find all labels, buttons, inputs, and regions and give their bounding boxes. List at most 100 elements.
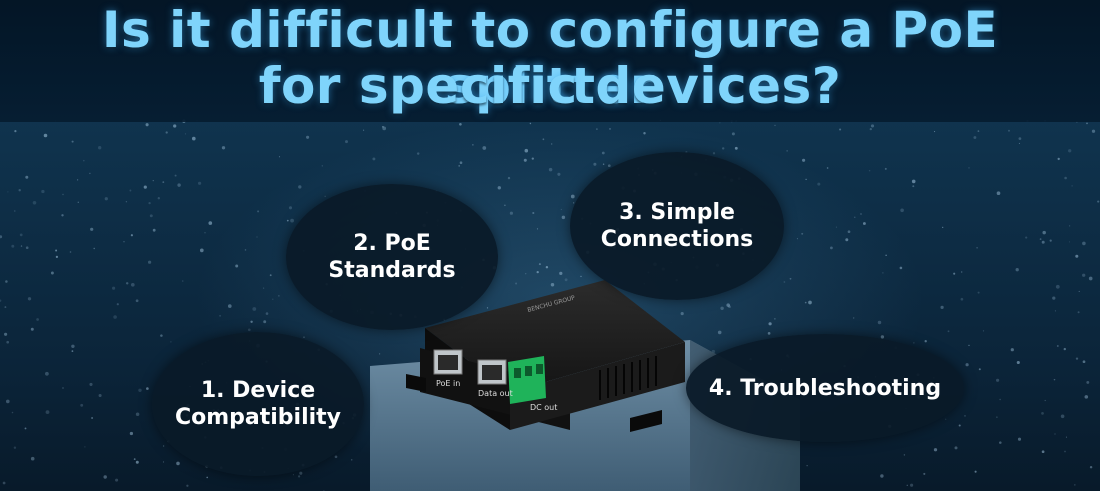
droplet (7, 191, 9, 193)
droplet (1049, 239, 1052, 242)
droplet (165, 131, 168, 134)
droplet (953, 272, 956, 275)
droplet (1054, 310, 1056, 312)
droplet (968, 344, 970, 347)
droplet (1082, 360, 1086, 364)
droplet (532, 211, 535, 215)
droplet (830, 246, 833, 250)
mount-ear-left (406, 374, 426, 392)
droplet (507, 176, 511, 180)
droplet (561, 215, 566, 220)
device-side (510, 342, 685, 430)
droplet (835, 226, 837, 228)
droplet (143, 185, 147, 189)
bubble-device-compatibility: 1. Device Compatibility (152, 332, 364, 476)
droplet (982, 330, 985, 332)
droplet (278, 295, 280, 297)
droplet (560, 208, 562, 211)
droplet (960, 297, 964, 301)
droplet (1075, 357, 1079, 360)
droplet (123, 241, 125, 243)
page-title-line-2: for specific devices? (258, 57, 842, 115)
droplet (961, 271, 963, 273)
droplet (306, 135, 310, 139)
droplet (83, 159, 85, 162)
droplet (84, 446, 86, 448)
droplet (1041, 240, 1045, 244)
droplet (292, 474, 294, 476)
droplet (345, 140, 348, 144)
droplet (786, 150, 788, 152)
droplet (1068, 241, 1071, 243)
droplet (1063, 347, 1066, 351)
droplet (1073, 484, 1076, 486)
droplet (801, 232, 804, 235)
droplet (247, 328, 251, 332)
droplet (958, 424, 961, 427)
droplet (1064, 176, 1067, 180)
droplet (157, 197, 160, 200)
droplet (570, 194, 575, 199)
droplet (235, 264, 239, 268)
droplet (899, 266, 903, 270)
droplet (262, 287, 265, 289)
droplet (4, 332, 8, 336)
droplet (160, 334, 163, 337)
droplet (71, 344, 75, 349)
droplet (580, 275, 582, 278)
droplet (80, 403, 84, 407)
droplet (999, 398, 1001, 401)
droplet (50, 271, 54, 275)
droplet (77, 201, 80, 204)
droplet (860, 213, 862, 215)
droplet (1008, 129, 1010, 132)
droplet (89, 382, 93, 386)
droplet (789, 277, 792, 280)
droplet (91, 417, 94, 419)
droplet (0, 235, 3, 239)
droplet (76, 179, 79, 181)
droplet (996, 378, 1000, 382)
droplet (170, 341, 172, 343)
droplet (89, 172, 91, 175)
droplet (1078, 290, 1080, 292)
droplet (712, 152, 716, 155)
droplet (125, 201, 128, 203)
page-title-line-1: Is it difficult to configure a PoE split… (101, 1, 999, 115)
droplet (924, 340, 927, 343)
droplet (206, 476, 209, 479)
droplet (783, 281, 786, 283)
droplet (903, 454, 906, 456)
droplet (734, 146, 738, 150)
droplet (885, 254, 887, 257)
droplet (731, 132, 735, 136)
bubble-1-line-2: Compatibility (174, 405, 342, 430)
droplet (152, 228, 156, 232)
droplet (806, 465, 808, 467)
droplet (1041, 450, 1045, 454)
droplet (13, 446, 17, 449)
droplet (459, 161, 463, 165)
droplet (964, 415, 966, 417)
droplet (62, 387, 64, 389)
droplet (774, 318, 776, 320)
droplet (269, 274, 272, 277)
droplet (208, 221, 213, 225)
droplet (996, 416, 998, 418)
droplet (299, 471, 303, 475)
droplet (204, 232, 206, 234)
droplet (947, 330, 950, 333)
droplet (472, 144, 474, 146)
droplet (968, 167, 970, 169)
droplet (459, 122, 462, 126)
droplet (272, 298, 274, 300)
droplet (20, 245, 23, 247)
droplet (548, 167, 553, 172)
droplet (515, 282, 518, 285)
droplet (564, 278, 568, 282)
droplet (531, 157, 534, 160)
droplet (71, 140, 74, 143)
droplet (596, 128, 598, 130)
droplet (148, 201, 151, 205)
bubble-poe-standards: 2. PoE Standards (286, 184, 498, 330)
